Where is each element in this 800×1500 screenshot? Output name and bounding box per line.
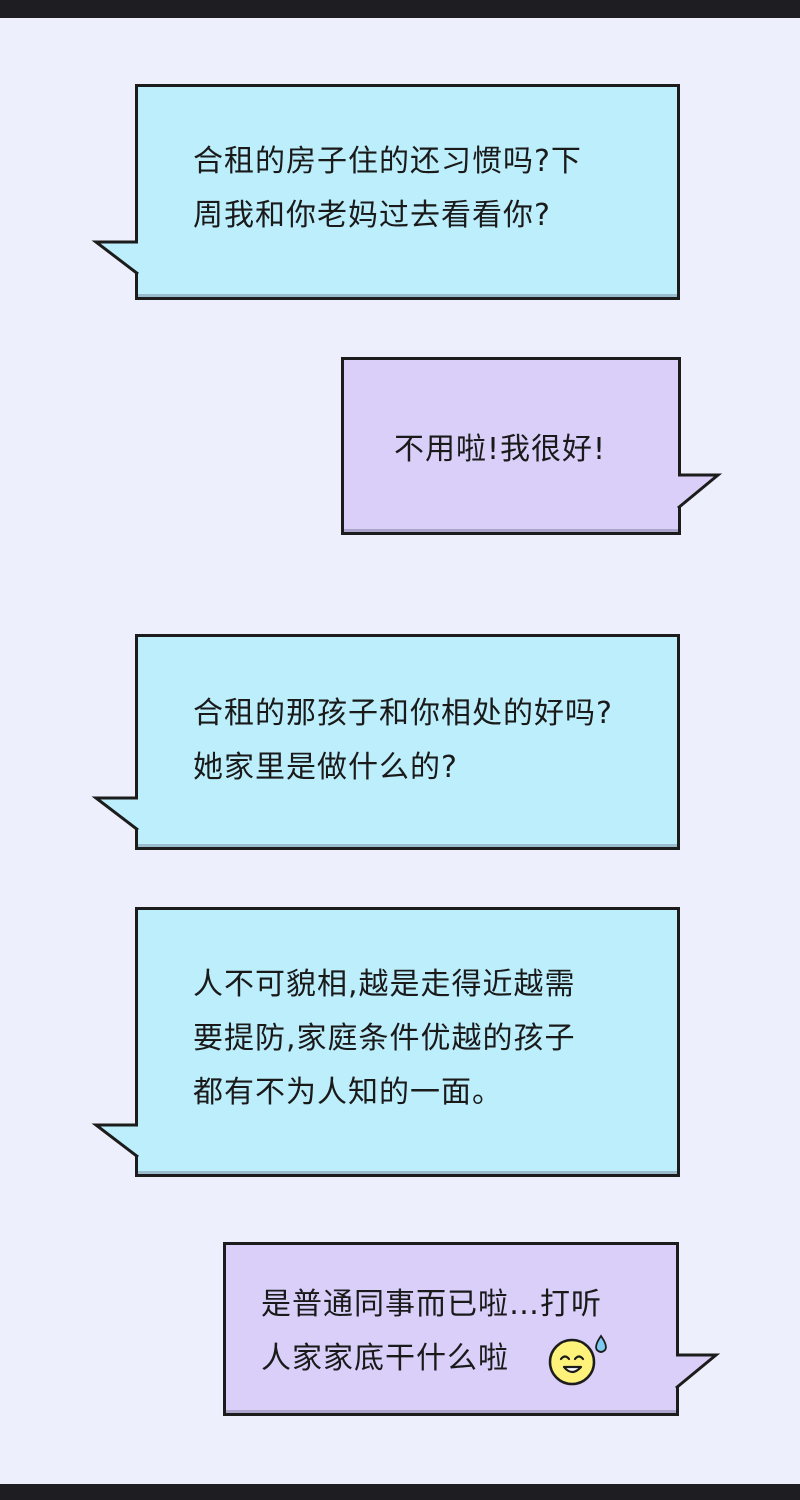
message-text: 人不可貌相,越是走得近越需 要提防,家庭条件优越的孩子 都有不为人知的一面。 — [193, 967, 576, 1110]
chat-bubble-parent: 合租的房子住的还习惯吗?下 周我和你老妈过去看看你? — [135, 84, 680, 300]
message-text: 合租的那孩子和你相处的好吗? 她家里是做什么的? — [193, 696, 613, 785]
chat-bubble-me: 是普通同事而已啦…打听 人家家底干什么啦 — [223, 1242, 679, 1416]
chat-bubble-parent: 合租的那孩子和你相处的好吗? 她家里是做什么的? — [135, 634, 680, 850]
comic-panel: 合租的房子住的还习惯吗?下 周我和你老妈过去看看你? 不用啦!我很好! 合租的那… — [0, 18, 800, 1484]
bubble-tail-right — [675, 1353, 721, 1390]
message-text: 是普通同事而已啦…打听 人家家底干什么啦 — [261, 1287, 602, 1376]
bubble-tail-left — [91, 240, 139, 276]
bubble-tail-right — [677, 473, 723, 510]
chat-bubble-parent: 人不可貌相,越是走得近越需 要提防,家庭条件优越的孩子 都有不为人知的一面。 — [135, 907, 680, 1177]
bubble-tail-left — [91, 796, 139, 832]
chat-bubble-me: 不用啦!我很好! — [341, 357, 681, 535]
sweat-smile-emoji-icon — [548, 1334, 607, 1386]
message-text: 合租的房子住的还习惯吗?下 周我和你老妈过去看看你? — [193, 144, 582, 233]
message-text: 不用啦!我很好! — [394, 432, 607, 467]
bubble-tail-left — [91, 1123, 139, 1159]
